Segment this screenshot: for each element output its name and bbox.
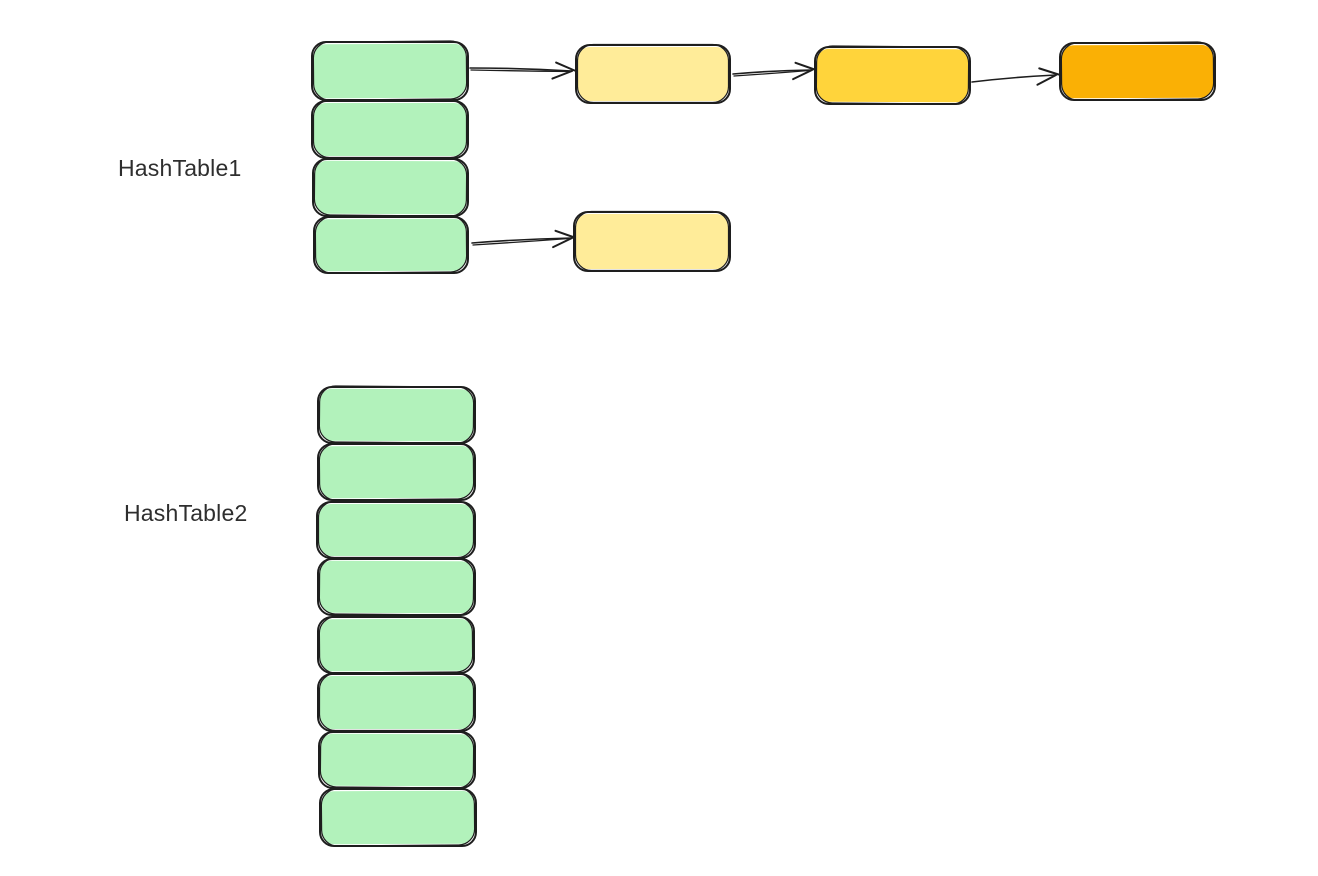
ht2-bucket-7	[319, 787, 477, 847]
arrow-node2-to-node3	[971, 67, 1060, 86]
arrow-node1-to-node2	[732, 61, 816, 81]
ht2-bucket-2	[316, 500, 476, 559]
ht1-chain0-node-1	[814, 45, 971, 105]
ht1-bucket-2	[312, 157, 469, 217]
ht1-bucket-0	[311, 40, 469, 101]
ht2-bucket-3	[317, 557, 476, 616]
arrow-ht1b3-to-node4	[471, 229, 576, 249]
hashtable1-label: HashTable1	[118, 155, 242, 181]
arrow-ht1b0-to-node1	[469, 61, 576, 80]
hashtable2-label: HashTable2	[124, 500, 248, 526]
ht1-chain0-node-2	[1059, 41, 1216, 101]
ht1-chain0-node-0	[575, 43, 731, 104]
ht2-bucket-6	[318, 730, 476, 789]
ht2-bucket-1	[317, 442, 476, 501]
ht2-bucket-5	[317, 672, 476, 732]
ht1-chain1-node-0	[573, 210, 731, 272]
ht1-bucket-1	[311, 99, 469, 159]
ht2-bucket-4	[317, 615, 475, 674]
ht2-bucket-0	[317, 385, 476, 444]
ht1-bucket-3	[313, 215, 469, 274]
